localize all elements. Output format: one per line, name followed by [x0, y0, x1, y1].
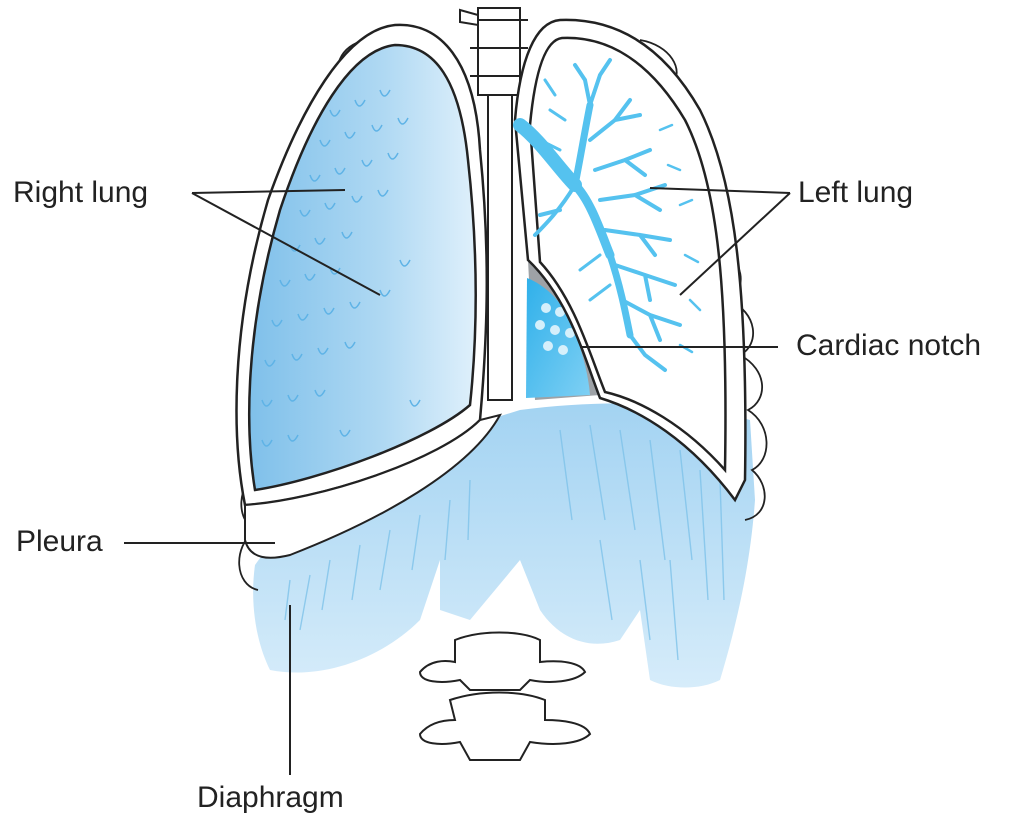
label-right-lung: Right lung — [13, 178, 148, 208]
lower-vertebrae — [420, 633, 590, 761]
label-pleura: Pleura — [16, 527, 103, 557]
right-lung — [237, 25, 487, 505]
label-cardiac-notch: Cardiac notch — [796, 331, 981, 361]
label-diaphragm: Diaphragm — [197, 783, 344, 813]
label-left-lung: Left lung — [798, 178, 913, 208]
